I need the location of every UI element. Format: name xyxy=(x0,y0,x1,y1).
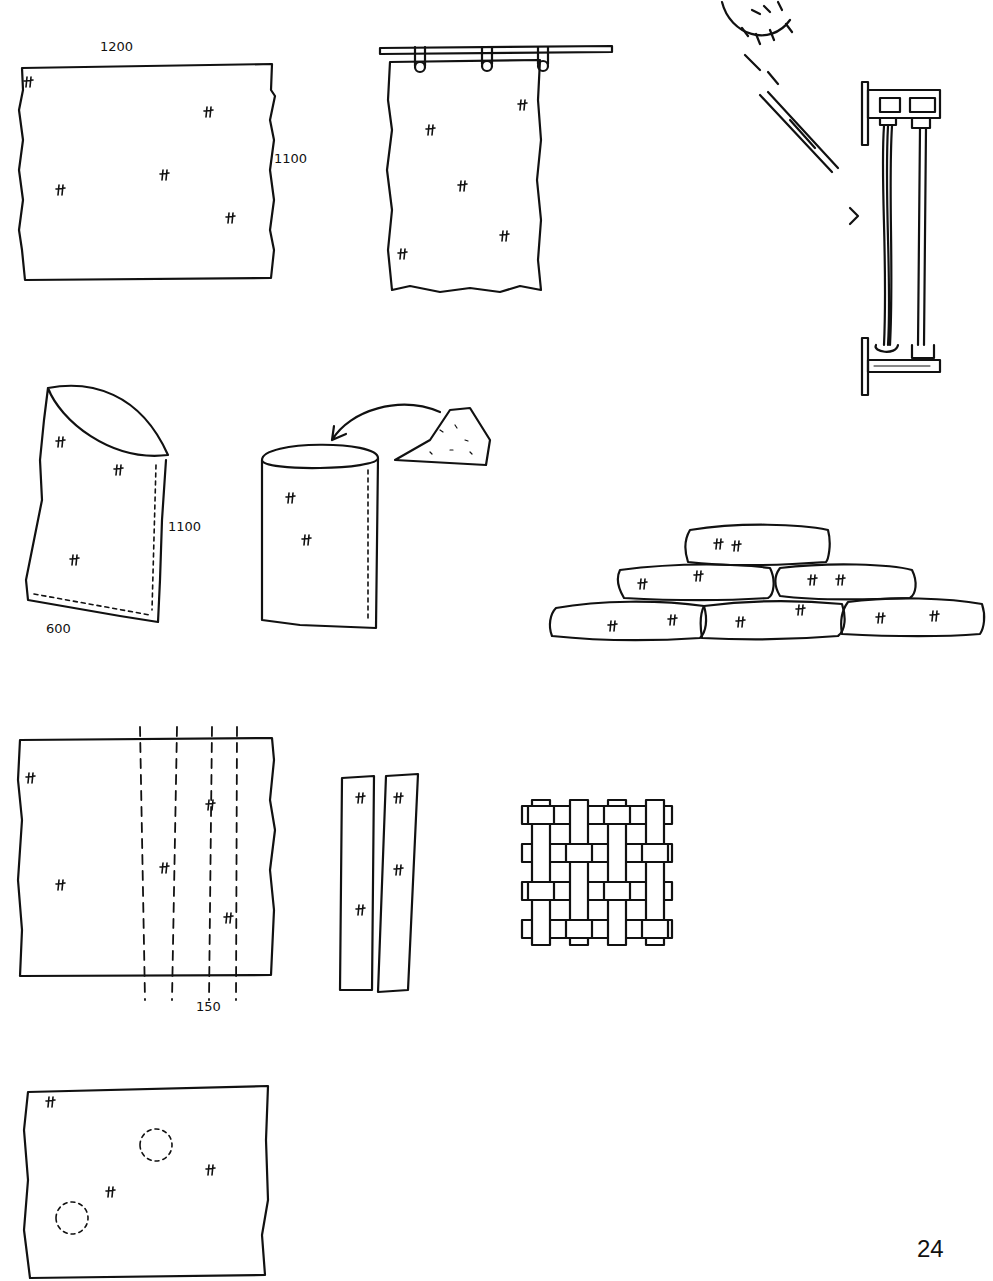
seam-stitch xyxy=(34,465,156,615)
texture-mark xyxy=(106,1187,115,1197)
curtain-ring xyxy=(415,47,548,72)
cut-line xyxy=(140,727,237,1000)
texture-mark xyxy=(206,800,215,810)
woven-strips xyxy=(522,800,672,945)
texture-mark xyxy=(24,77,33,87)
dimension-label: 1100 xyxy=(274,152,307,165)
woven-strip xyxy=(566,844,592,862)
woven-strip xyxy=(528,806,554,824)
texture-mark xyxy=(694,571,703,581)
texture-mark xyxy=(356,905,365,915)
woven-strip xyxy=(642,844,668,862)
texture-mark xyxy=(638,579,647,589)
texture-mark xyxy=(114,465,123,475)
fabric-strip xyxy=(340,774,418,992)
texture-mark xyxy=(24,77,939,1197)
curtain xyxy=(387,60,541,292)
texture-mark xyxy=(500,231,509,241)
texture-mark xyxy=(426,125,435,135)
filled-tube-stack xyxy=(550,525,984,640)
seam-stitch xyxy=(367,470,369,618)
texture-mark xyxy=(736,617,745,627)
texture-mark xyxy=(394,865,403,875)
texture-mark xyxy=(56,185,65,195)
texture-mark xyxy=(46,1097,55,1107)
window-section xyxy=(850,82,940,395)
woven-strip xyxy=(528,882,554,900)
texture-mark xyxy=(518,100,527,110)
sun xyxy=(722,2,838,172)
texture-mark xyxy=(930,611,939,621)
dimension-label: 1100 xyxy=(168,520,201,533)
texture-mark xyxy=(608,621,617,631)
cut-circle xyxy=(56,1129,172,1234)
texture-mark xyxy=(160,170,169,180)
dimension-label: 150 xyxy=(196,1000,221,1013)
fill-pile xyxy=(395,408,490,465)
texture-mark xyxy=(204,107,213,117)
fabric-tube xyxy=(26,386,168,622)
texture-mark xyxy=(224,913,233,923)
texture-mark xyxy=(160,863,169,873)
dimension-label: 1200 xyxy=(100,40,133,53)
texture-mark xyxy=(876,613,885,623)
fabric-tube xyxy=(262,445,378,628)
fill-arrow xyxy=(332,405,440,440)
fill-speck xyxy=(430,425,472,454)
texture-mark xyxy=(70,555,79,565)
texture-mark xyxy=(356,793,365,803)
texture-mark xyxy=(56,880,65,890)
texture-mark xyxy=(394,793,403,803)
woven-strip xyxy=(604,806,630,824)
texture-mark xyxy=(808,575,817,585)
texture-mark xyxy=(796,605,805,615)
texture-mark xyxy=(206,1165,215,1175)
texture-mark xyxy=(302,535,311,545)
texture-mark xyxy=(458,181,467,191)
woven-strip xyxy=(642,920,668,938)
texture-mark xyxy=(226,213,235,223)
texture-mark xyxy=(836,575,845,585)
dimension-label: 600 xyxy=(46,622,71,635)
texture-mark xyxy=(714,539,723,549)
woven-strip xyxy=(604,882,630,900)
texture-mark xyxy=(26,773,35,783)
texture-mark xyxy=(668,615,677,625)
page-number: 24 xyxy=(917,1237,944,1261)
fabric-sheet xyxy=(24,1086,268,1278)
fabric-sheet xyxy=(19,64,275,280)
woven-strip xyxy=(566,920,592,938)
texture-mark xyxy=(398,249,407,259)
texture-mark xyxy=(732,541,741,551)
texture-mark xyxy=(56,437,65,447)
texture-mark xyxy=(286,493,295,503)
